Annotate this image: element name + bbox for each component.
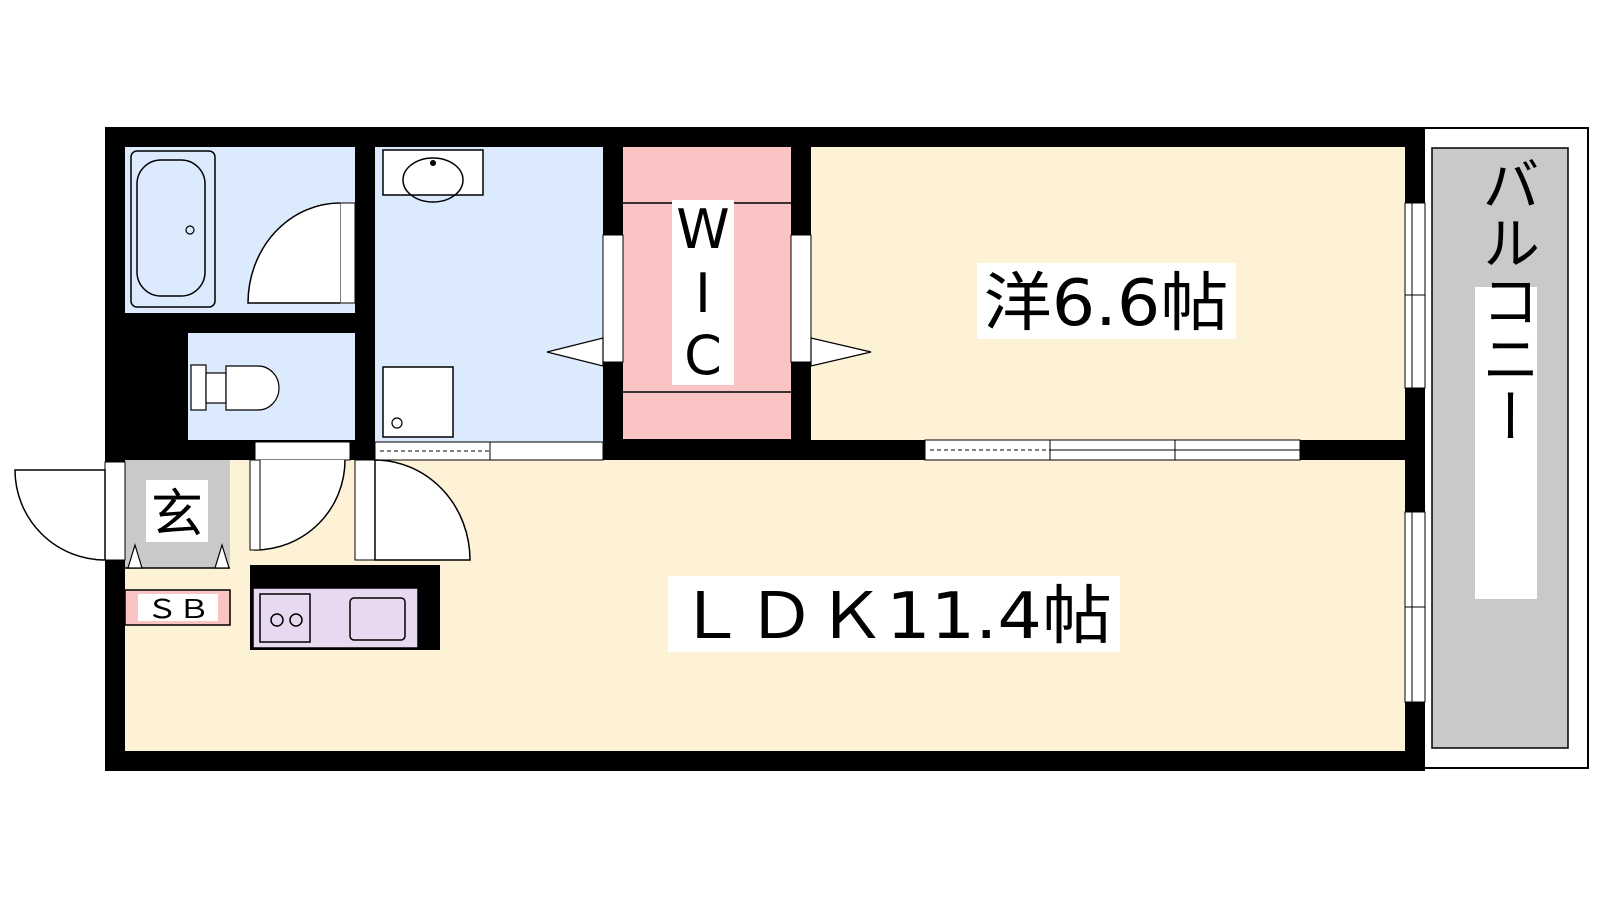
wic-label-i: I [695, 262, 711, 325]
step-marker-left-icon [127, 542, 143, 569]
wic-label-w: W [676, 198, 729, 261]
front-door[interactable] [14, 461, 126, 561]
stove-icon [259, 593, 311, 643]
shoe-box-label: ＳＢ [146, 595, 210, 625]
washing-machine-icon [382, 366, 454, 438]
wic-label-c: C [684, 324, 722, 387]
washroom-sliding-door [374, 441, 604, 461]
ldk-window [1404, 511, 1426, 703]
balcony-room-label: バルコニー [1472, 155, 1540, 445]
wic-label: W I C [672, 198, 734, 387]
western-room-label: 洋6.6帖 [984, 267, 1229, 341]
bathroom-door [247, 202, 356, 304]
western-sliding-door [924, 439, 1301, 461]
bathtub-icon [130, 150, 216, 308]
balcony-label: バルコニー [1472, 155, 1540, 599]
step-marker-right-icon [214, 542, 230, 569]
ldk-room-label: ＬＤＫ11.4帖 [676, 580, 1112, 654]
wic-left-door [546, 234, 624, 367]
balcony [1411, 127, 1589, 769]
toilet-icon [190, 364, 280, 411]
wic-right-door [790, 234, 872, 367]
kitchen-counter [252, 587, 419, 649]
western-window [1404, 202, 1426, 389]
entrance-room-label: 玄 [151, 485, 203, 545]
western-label: 洋6.6帖 [977, 263, 1236, 341]
ldk-door [354, 459, 471, 561]
toilet-door [249, 441, 351, 551]
sink-icon [349, 597, 406, 641]
wash-basin-icon [382, 149, 484, 203]
ldk-label: ＬＤＫ11.4帖 [668, 576, 1120, 654]
entrance-label: 玄 [146, 480, 208, 545]
